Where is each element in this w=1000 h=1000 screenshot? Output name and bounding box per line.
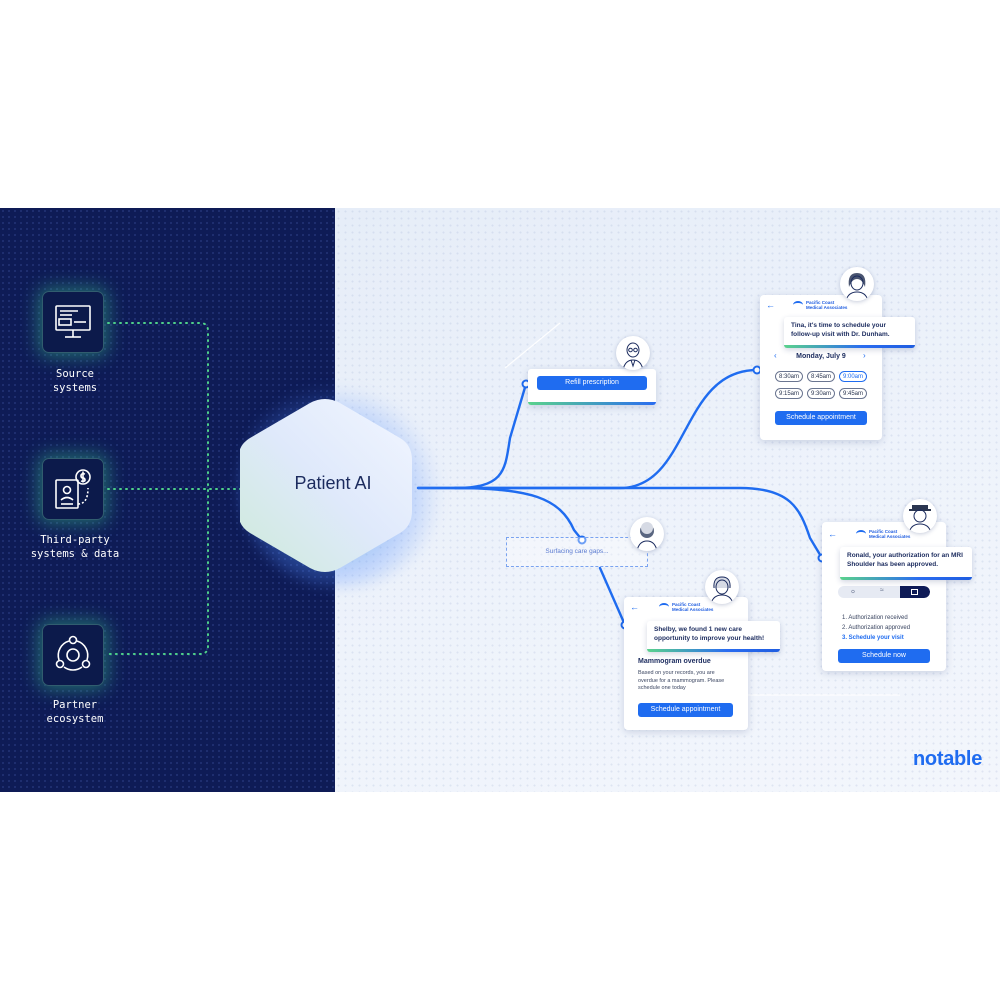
avatar-patient-gaps	[630, 517, 664, 551]
brand-logo-icon	[793, 301, 803, 309]
schedule-message-bubble: Tina, it's time to schedule your follow-…	[784, 317, 915, 348]
auth-message-bar	[840, 577, 972, 580]
schedule-appointment-button[interactable]: Schedule appointment	[775, 411, 867, 425]
refill-card: Refill prescription	[528, 369, 656, 405]
diagram-stage: Source systems Third-party systems & dat…	[0, 208, 1000, 792]
care-gaps-text: Surfacing care gaps...	[545, 548, 609, 555]
auth-message-bubble: Ronald, your authorization for an MRI Sh…	[840, 547, 972, 580]
schedule-date: Monday, July 9	[796, 353, 846, 360]
mammo-message-bubble: Shelby, we found 1 new care opportunity …	[647, 621, 780, 652]
user-icon: ⚪	[850, 589, 856, 596]
avatar-tina	[840, 267, 874, 301]
mammogram-card: ← Pacific Coast Medical Associates Mammo…	[624, 597, 748, 730]
partner-ecosystem-tile	[42, 624, 104, 686]
time-slot[interactable]: 9:45am	[839, 388, 867, 399]
brand-logo-icon	[856, 530, 866, 538]
time-slot[interactable]: 8:45am	[807, 371, 835, 382]
partner-ecosystem-label: Partner ecosystem	[46, 699, 104, 725]
id-card-dollar-icon	[55, 469, 91, 509]
source-systems-tile	[42, 291, 104, 353]
monitor-icon	[55, 305, 91, 338]
mammo-schedule-button[interactable]: Schedule appointment	[638, 703, 733, 717]
auth-brand-name: Pacific Coast Medical Associates	[869, 529, 911, 539]
notable-logo: notable	[913, 748, 983, 770]
time-slot[interactable]: 9:30am	[807, 388, 835, 399]
schedule-brand-name: Pacific Coast Medical Associates	[806, 300, 848, 310]
patient-ai-hub: Patient AI	[238, 383, 443, 588]
third-party-label: Third-party systems & data	[30, 534, 120, 560]
network-nodes-icon	[55, 635, 91, 671]
mammo-brand-name: Pacific Coast Medical Associates	[672, 602, 714, 612]
schedule-message-text: Tina, it's time to schedule your follow-…	[791, 322, 890, 338]
schedule-message-bar	[784, 345, 915, 348]
avatar-doctor	[616, 336, 650, 370]
mammo-title: Mammogram overdue	[638, 658, 711, 665]
auth-message-text: Ronald, your authorization for an MRI Sh…	[847, 552, 963, 568]
auth-progress-tabs: ⚪ ≈	[838, 586, 930, 598]
care-gaps-box: Surfacing care gaps...	[506, 537, 648, 567]
brand-logo-icon	[659, 603, 669, 611]
refill-prescription-button[interactable]: Refill prescription	[537, 376, 647, 390]
third-party-tile	[42, 458, 104, 520]
time-slot-selected[interactable]: 9:00am	[839, 371, 867, 382]
calendar-icon	[911, 589, 918, 595]
back-arrow-icon[interactable]: ←	[828, 529, 837, 539]
back-arrow-icon[interactable]: ←	[766, 300, 775, 310]
mammo-message-bar	[647, 649, 780, 652]
hexagon-shape	[240, 399, 412, 572]
time-slot[interactable]: 9:15am	[775, 388, 803, 399]
handshake-icon: ≈	[880, 587, 884, 594]
auth-step-3: 3. Schedule your visit	[842, 635, 904, 641]
authorization-card: ← Pacific Coast Medical Associates ⚪ ≈ 1…	[822, 522, 946, 671]
avatar-shelby	[705, 570, 739, 604]
date-prev-icon[interactable]: ‹	[774, 351, 777, 360]
mammo-message-text: Shelby, we found 1 new care opportunity …	[654, 626, 765, 642]
hub-title: Patient AI	[294, 473, 372, 493]
auth-step-1: 1. Authorization received	[842, 615, 908, 621]
mammo-body: Based on your records, you are overdue f…	[638, 670, 725, 691]
calendar-tab-active	[900, 586, 930, 598]
schedule-now-button[interactable]: Schedule now	[838, 649, 930, 663]
time-slot[interactable]: 8:30am	[775, 371, 803, 382]
auth-step-2: 2. Authorization approved	[842, 625, 911, 631]
refill-progress-bar	[528, 402, 656, 405]
source-systems-label: Source systems	[52, 368, 98, 394]
date-next-icon[interactable]: ›	[863, 351, 866, 360]
avatar-ronald	[903, 499, 937, 533]
back-arrow-icon[interactable]: ←	[630, 602, 639, 612]
